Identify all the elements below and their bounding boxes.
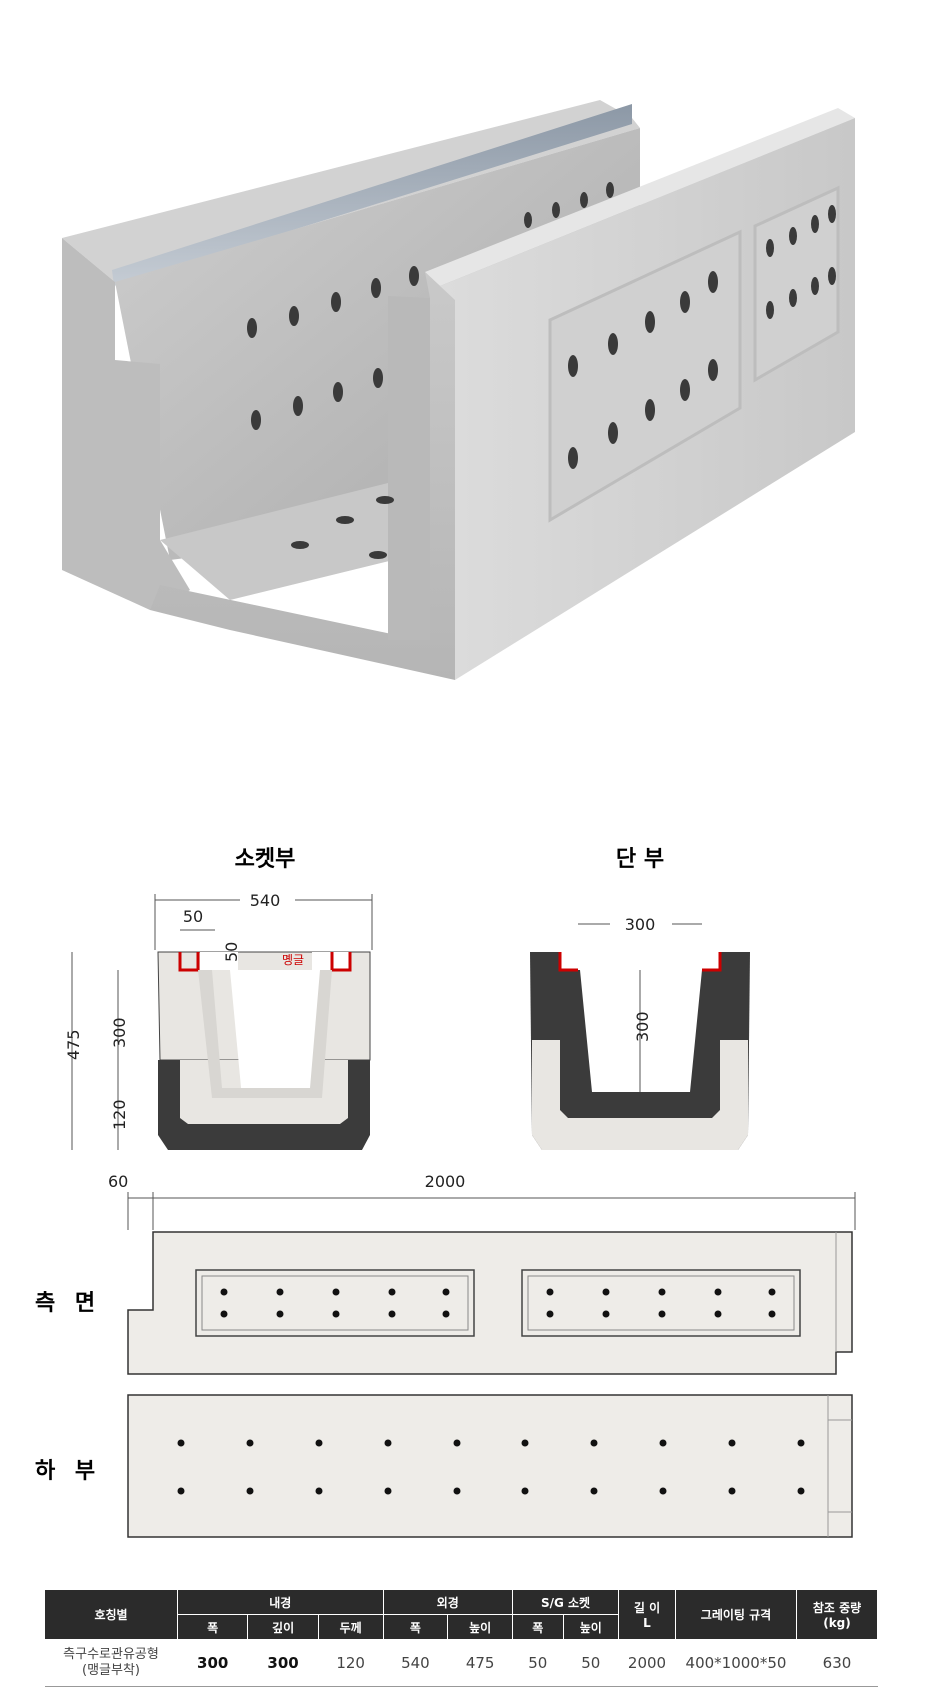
side-offset-dim: 60	[108, 1172, 128, 1191]
side-view	[127, 1231, 853, 1375]
end-width-dim: 300	[625, 915, 656, 934]
header-outer: 외경	[382, 1589, 514, 1615]
header-socket: S/G 소켓	[512, 1589, 619, 1615]
end-section-title: 단 부	[616, 847, 664, 872]
cell-socket-height: 50	[563, 1639, 619, 1687]
socket-base-dim: 120	[110, 1099, 129, 1130]
socket-height-dim: 475	[64, 1029, 83, 1060]
length-dim: 2000	[425, 1172, 466, 1191]
bottom-view-title: 하 부	[35, 1459, 101, 1484]
cell-socket-width: 50	[512, 1639, 564, 1687]
product-photo	[62, 100, 855, 680]
mortar-label: 몡글	[282, 953, 304, 967]
cell-outer-width: 540	[383, 1639, 448, 1687]
header-inner-thickness: 두께	[317, 1614, 384, 1640]
cell-inner-thickness: 120	[318, 1639, 384, 1687]
socket-width-dim: 540	[250, 891, 281, 910]
socket-cross-section	[157, 951, 371, 1150]
header-weight-label: 참조 중량	[812, 1601, 862, 1615]
header-socket-height: 높이	[562, 1614, 620, 1640]
cell-name: 측구수로관유공형(맹글부착)	[44, 1639, 178, 1687]
header-inner-width: 폭	[176, 1614, 249, 1640]
cell-inner-width: 300	[177, 1639, 248, 1687]
socket-inner-height-dim: 300	[110, 1017, 129, 1048]
header-inner-depth: 깊이	[247, 1614, 319, 1640]
cell-weight: 630	[796, 1639, 878, 1687]
socket-step-width-dim: 50	[183, 907, 203, 926]
cell-length: 2000	[618, 1639, 676, 1687]
header-length-unit: L	[643, 1616, 651, 1630]
header-socket-width: 폭	[512, 1614, 564, 1640]
technical-drawings: 소켓부 단 부 540 50 50 몡글 475 300 120 300 300…	[35, 847, 856, 1538]
header-weight-unit: (kg)	[823, 1616, 851, 1630]
header-length-label: 길 이	[633, 1601, 661, 1615]
header-outer-width: 폭	[382, 1614, 449, 1640]
bottom-view	[127, 1394, 853, 1538]
header-name: 호칭별	[44, 1589, 178, 1640]
cell-grating: 400*1000*50	[675, 1639, 797, 1687]
header-outer-height: 높이	[447, 1614, 514, 1640]
socket-step-height-dim: 50	[222, 942, 241, 962]
cell-inner-depth: 300	[247, 1639, 319, 1687]
side-view-title: 측 면	[35, 1291, 101, 1316]
socket-section-title: 소켓부	[235, 847, 296, 872]
header-inner: 내경	[177, 1589, 384, 1615]
header-weight: 참조 중량(kg)	[796, 1589, 878, 1640]
header-grating: 그레이팅 규격	[675, 1589, 797, 1640]
cell-outer-height: 475	[447, 1639, 513, 1687]
table-row: 측구수로관유공형(맹글부착) 300 300 120 540 475 50 50…	[44, 1639, 878, 1687]
cell-name-line1: 측구수로관유공형	[63, 1647, 159, 1662]
cell-name-line2: (맹글부착)	[82, 1663, 140, 1678]
end-height-dim: 300	[633, 1011, 652, 1042]
